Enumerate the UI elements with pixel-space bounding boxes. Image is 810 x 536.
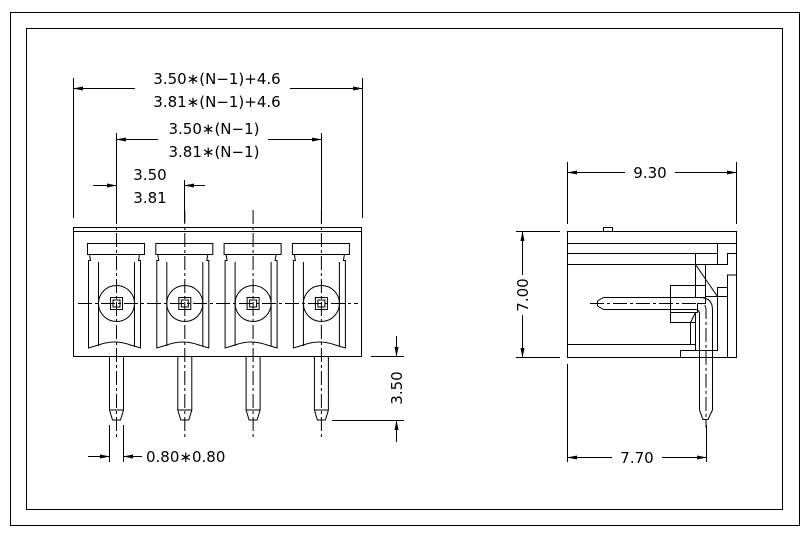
terminal-cavity — [292, 254, 346, 349]
overall-dim-text-1: 3.50∗(N−1)+4.6 — [153, 70, 280, 88]
overall-dim-text-2: 3.81∗(N−1)+4.6 — [153, 93, 280, 111]
pitch-dim-text-2: 3.81 — [133, 189, 166, 207]
pin-section-dim-text: 0.80∗0.80 — [146, 448, 225, 466]
pin — [313, 357, 329, 421]
pin — [109, 357, 124, 421]
pin-section-dimension: 0.80∗0.80 — [88, 425, 225, 466]
overall-width-dimension: 3.50∗(N−1)+4.6 3.81∗(N−1)+4.6 — [73, 70, 363, 218]
pin-length-dimension: 3.50 — [332, 336, 406, 442]
pin-offset-dim-text: 7.70 — [620, 449, 653, 467]
terminal-cavity — [224, 254, 278, 349]
pin — [245, 357, 261, 421]
pitch-dimension: 3.50 3.81 — [93, 166, 205, 222]
span-dimension: 3.50∗(N−1) 3.81∗(N−1) — [116, 120, 322, 222]
height-dimension: 7.00 — [514, 231, 560, 358]
pin-offset-dimension: 7.70 — [567, 364, 707, 467]
terminal-cavity — [156, 254, 210, 349]
depth-dim-text: 9.30 — [633, 164, 666, 182]
span-dim-text-2: 3.81∗(N−1) — [168, 143, 259, 161]
inner-frame — [26, 28, 783, 510]
terminal-cavity — [88, 254, 141, 349]
height-dim-text: 7.00 — [514, 278, 532, 311]
pin — [177, 357, 193, 421]
span-dim-text-1: 3.50∗(N−1) — [168, 120, 259, 138]
side-view — [567, 227, 737, 428]
depth-dimension: 9.30 — [567, 162, 737, 224]
connector-body — [73, 227, 362, 357]
pin-length-dim-text: 3.50 — [388, 371, 406, 404]
pitch-dim-text-1: 3.50 — [133, 166, 166, 184]
side-pin — [597, 297, 713, 420]
outer-frame — [10, 12, 800, 526]
front-view — [73, 210, 362, 440]
